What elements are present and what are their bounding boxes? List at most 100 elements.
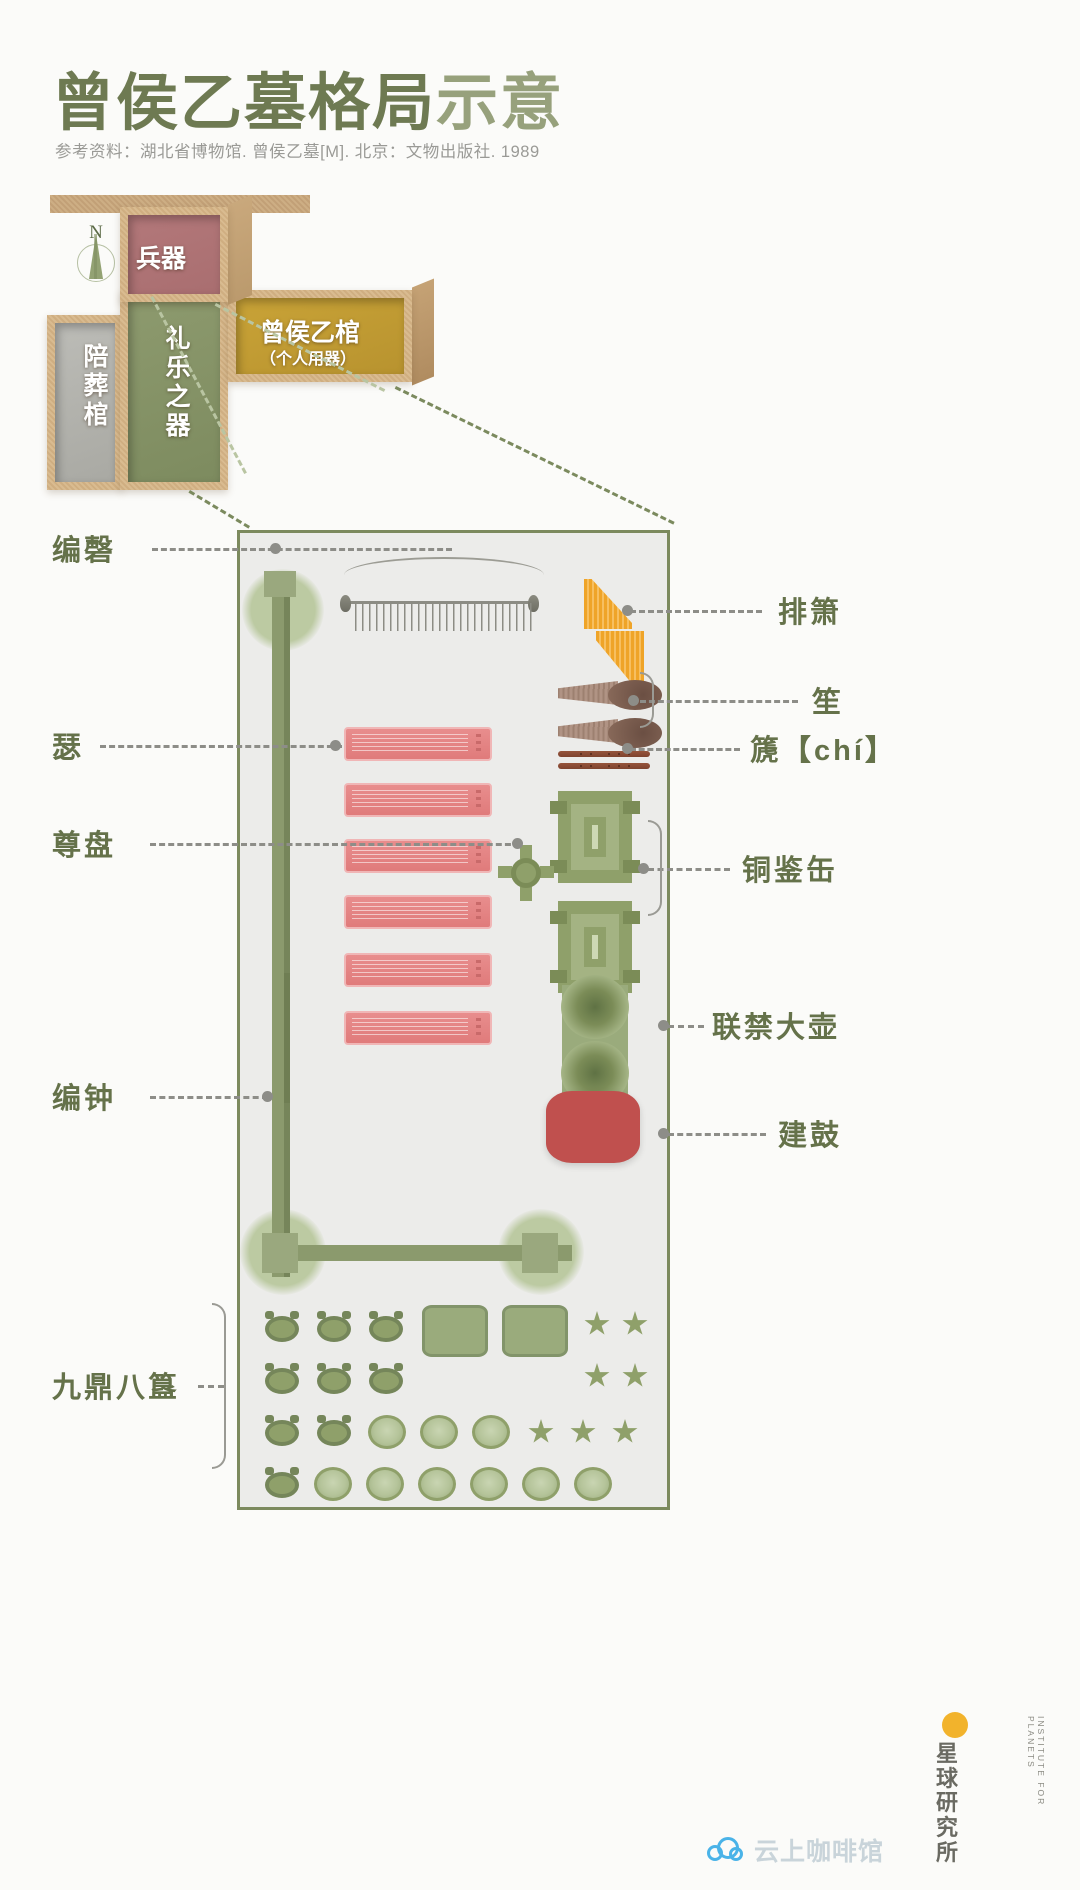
leader-dot-bianzhong bbox=[262, 1091, 273, 1102]
fou-knob-tl bbox=[550, 911, 567, 924]
zunpan-handle-bottom bbox=[520, 887, 532, 901]
gui-vessel bbox=[472, 1415, 510, 1449]
gui-vessel bbox=[418, 1467, 456, 1501]
se-bridge bbox=[476, 902, 481, 922]
zunpan-body bbox=[511, 858, 541, 888]
leader-se bbox=[100, 745, 342, 748]
bianzhong-rack-cap-br bbox=[522, 1233, 558, 1273]
leader-zunpan bbox=[150, 843, 520, 846]
fou-ring-4 bbox=[592, 935, 598, 959]
fou-knob-br bbox=[623, 970, 640, 983]
label-bianqing: 编磬 bbox=[52, 535, 117, 567]
ding-ear-r bbox=[290, 1467, 299, 1475]
label-lianjindahu: 联禁大壶 bbox=[712, 1012, 841, 1044]
ding-vessel bbox=[262, 1363, 302, 1399]
se-strings bbox=[352, 790, 468, 810]
zunpan-handle-right bbox=[540, 866, 554, 878]
se-bridge bbox=[476, 790, 481, 810]
chamber-label-coffin-sub: （个人用器） bbox=[260, 351, 357, 368]
ding-vessel bbox=[314, 1363, 354, 1399]
tongjianfou-lower bbox=[550, 901, 640, 993]
compass-needle-shadow bbox=[93, 234, 97, 279]
star-vessel bbox=[570, 1419, 596, 1443]
cloud-icon bbox=[705, 1835, 747, 1865]
ding-ear-l bbox=[265, 1363, 274, 1371]
planet-dot-icon bbox=[942, 1712, 968, 1738]
tomb-plan-middle-chamber bbox=[237, 530, 670, 1510]
ding-bowl bbox=[265, 1420, 299, 1446]
leader-dot-jiangu bbox=[658, 1128, 669, 1139]
se-zither bbox=[344, 895, 492, 929]
label-sheng: 笙 bbox=[812, 687, 845, 719]
chamber-label-ritual: 礼乐之器 bbox=[162, 325, 190, 441]
paixiao-upper bbox=[584, 579, 632, 629]
ding-vessel bbox=[366, 1311, 406, 1347]
ding-ear-l bbox=[369, 1311, 378, 1319]
compass-rose-icon: N bbox=[72, 222, 120, 294]
ding-vessel bbox=[314, 1415, 354, 1451]
fou-knob-bl bbox=[550, 860, 567, 873]
se-zither bbox=[344, 1011, 492, 1045]
chamber-weapon-interior bbox=[128, 215, 220, 294]
large-vessel-right bbox=[502, 1305, 568, 1357]
bianzhong-rack-vertical-shadow bbox=[284, 577, 290, 1277]
gui-vessel bbox=[522, 1467, 560, 1501]
label-zunpan: 尊盘 bbox=[52, 830, 117, 862]
se-zither bbox=[344, 727, 492, 761]
gui-vessel bbox=[314, 1467, 352, 1501]
bianqing-end-right bbox=[528, 595, 539, 612]
leader-dot-zunpan bbox=[512, 838, 523, 849]
se-strings bbox=[352, 960, 468, 980]
se-zither bbox=[344, 953, 492, 987]
ding-bowl bbox=[317, 1316, 351, 1342]
se-bridge bbox=[476, 734, 481, 754]
chamber-label-weapon: 兵器 bbox=[136, 245, 187, 273]
se-strings bbox=[352, 1018, 468, 1038]
leader-paixiao bbox=[630, 610, 762, 613]
bianzhong-rack-shadow-mid bbox=[284, 973, 290, 1103]
zunpan-vessel bbox=[498, 845, 554, 901]
leader-dot-sheng bbox=[628, 695, 639, 706]
ding-bowl bbox=[369, 1316, 403, 1342]
star-vessel bbox=[622, 1311, 648, 1335]
leader-bianzhong bbox=[150, 1096, 268, 1099]
leader-jiudingbagui bbox=[198, 1385, 224, 1388]
ding-ear-l bbox=[265, 1311, 274, 1319]
fou-knob-tr bbox=[623, 911, 640, 924]
chamber-label-coffin: 曾侯乙棺 bbox=[260, 319, 361, 347]
se-strings bbox=[352, 734, 468, 754]
gui-vessel bbox=[574, 1467, 612, 1501]
ding-vessel bbox=[366, 1363, 406, 1399]
ding-ear-r bbox=[342, 1415, 351, 1423]
ding-vessel bbox=[262, 1415, 302, 1451]
se-strings bbox=[352, 846, 468, 866]
jiangu-drum bbox=[546, 1091, 640, 1163]
bianzhong-rack-horizontal bbox=[272, 1245, 572, 1261]
ding-ear-l bbox=[317, 1415, 326, 1423]
ding-bowl bbox=[317, 1368, 351, 1394]
partner-logo-cloud: 云上咖啡馆 bbox=[705, 1832, 884, 1868]
star-vessel bbox=[622, 1363, 648, 1387]
label-bianzhong: 编钟 bbox=[52, 1083, 117, 1115]
se-bridge bbox=[476, 960, 481, 980]
bianzhong-rack-cap-top bbox=[264, 571, 296, 597]
label-se: 瑟 bbox=[52, 732, 85, 764]
leader-dot-se bbox=[330, 740, 341, 751]
brace-tongjianfou bbox=[648, 820, 662, 916]
leader-dot-tongjianfou bbox=[638, 863, 649, 874]
brand-name-cn: 星球研究所 bbox=[936, 1741, 960, 1865]
tongjianfou-upper bbox=[550, 791, 640, 883]
bianqing-end-left bbox=[340, 595, 351, 612]
brand-logo-planets: 星球研究所 INSTITUTE FOR PLANETS bbox=[922, 1708, 1052, 1864]
leader-dot-lianjindahu bbox=[658, 1020, 669, 1031]
fou-knob-br bbox=[623, 860, 640, 873]
bianqing-arc bbox=[344, 557, 544, 575]
page-title: 曾侯乙墓格局示意 bbox=[52, 52, 564, 142]
ding-bowl bbox=[265, 1316, 299, 1342]
se-bridge bbox=[476, 1018, 481, 1038]
chamber-label-burial: 陪葬棺 bbox=[80, 343, 108, 430]
fou-knob-bl bbox=[550, 970, 567, 983]
ding-ear-l bbox=[317, 1311, 326, 1319]
title-strong: 曾侯乙墓 bbox=[52, 70, 309, 138]
partner-name: 云上咖啡馆 bbox=[753, 1838, 884, 1866]
